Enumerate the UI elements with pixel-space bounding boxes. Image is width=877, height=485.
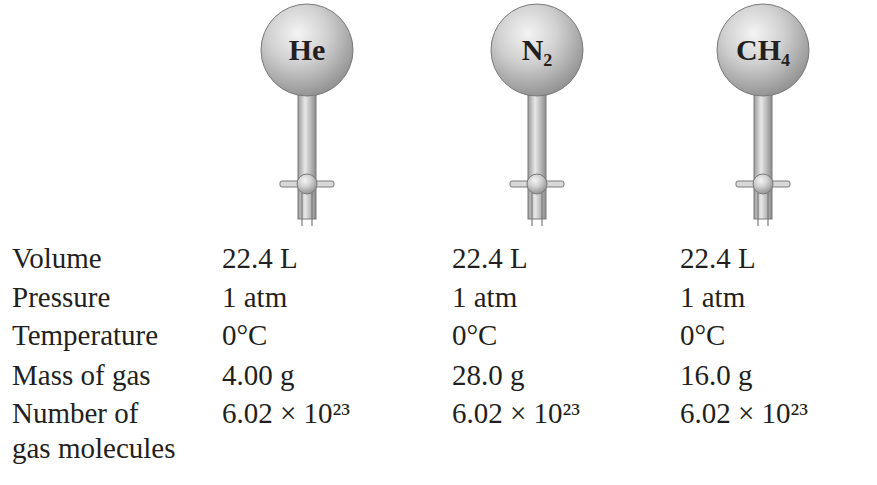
row-label: Temperature [12, 318, 158, 353]
row-label: Pressure [12, 280, 110, 315]
table-cell: 6.02 × 10²³ [452, 396, 580, 431]
table-cell: 1 atm [222, 280, 287, 315]
gas-formula: N₂ [490, 3, 584, 97]
flask-bulb: CH₄ [716, 3, 810, 97]
flask-stem [510, 91, 564, 226]
row-label: Number of gas molecules [12, 396, 180, 467]
row-label: Volume [12, 241, 102, 276]
table-cell: 4.00 g [222, 358, 295, 393]
table-cell: 0°C [680, 318, 725, 353]
table-cell: 6.02 × 10²³ [680, 396, 808, 431]
row-label: Mass of gas [12, 358, 151, 393]
flask-stem [736, 91, 790, 226]
flask-bulb: He [260, 3, 354, 97]
flask-bulb: N₂ [490, 3, 584, 97]
table-cell: 22.4 L [222, 241, 298, 276]
table-cell: 0°C [222, 318, 267, 353]
gas-formula: CH₄ [716, 3, 810, 97]
table-cell: 16.0 g [680, 358, 753, 393]
table-cell: 6.02 × 10²³ [222, 396, 350, 431]
table-cell: 28.0 g [452, 358, 525, 393]
table-cell: 1 atm [452, 280, 517, 315]
gas-formula: He [260, 3, 354, 97]
table-cell: 22.4 L [680, 241, 756, 276]
table-cell: 22.4 L [452, 241, 528, 276]
table-cell: 1 atm [680, 280, 745, 315]
table-cell: 0°C [452, 318, 497, 353]
flask-stem [280, 91, 334, 226]
